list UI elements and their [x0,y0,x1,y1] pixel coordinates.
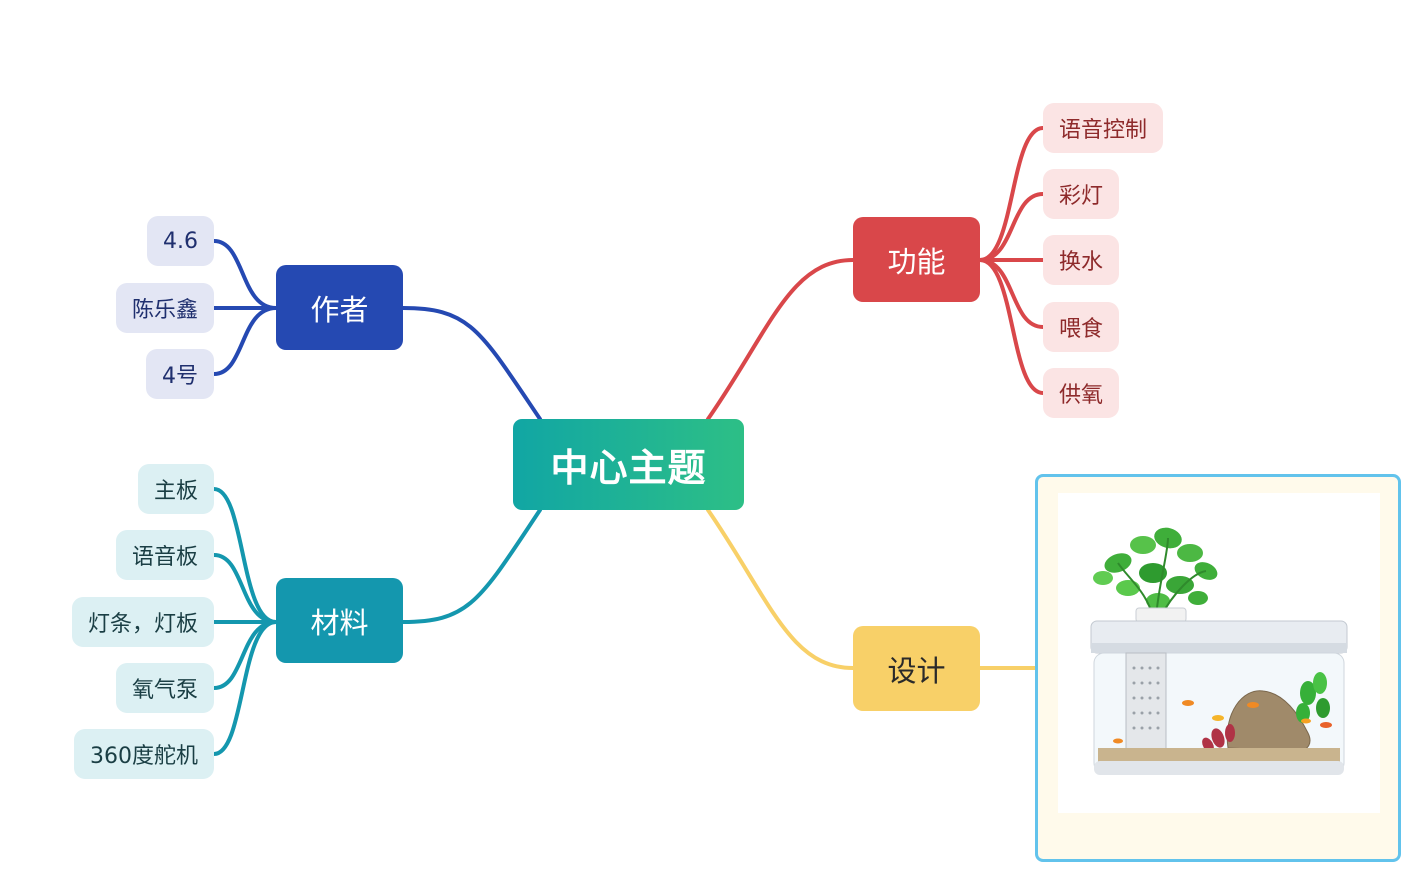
link-central-material [401,508,542,624]
function-topic-5[interactable]: 供氧 [1043,368,1120,418]
material-topic-4[interactable]: 氧气泵 [115,663,214,713]
author-topic-1[interactable]: 4.6 [147,216,214,266]
aquarium-planter-image [1058,493,1380,813]
function-topic-3[interactable]: 换水 [1043,235,1120,285]
function-topic-4[interactable]: 喂食 [1043,302,1120,352]
material-topic-1[interactable]: 主板 [137,464,214,514]
aquarium-illustration [1090,527,1348,775]
material-topic-2[interactable]: 语音板 [115,530,214,580]
material-topic-5[interactable]: 360度舵机 [74,729,214,779]
branch-material[interactable]: 材料 [276,578,403,663]
design-image-frame[interactable] [1035,474,1401,862]
branch-author[interactable]: 作者 [276,265,403,350]
link-central-function [706,258,855,421]
link-central-author [401,306,542,421]
link-central-design [706,508,855,670]
central-topic[interactable]: 中心主题 [513,419,744,510]
fish-group [1113,700,1332,744]
plant-leaves [1093,527,1218,609]
author-topic-3[interactable]: 4号 [146,349,214,399]
material-topic-3[interactable]: 灯条，灯板 [71,597,214,647]
branch-design[interactable]: 设计 [853,626,980,711]
function-topic-2[interactable]: 彩灯 [1043,169,1120,219]
function-topic-1[interactable]: 语音控制 [1043,103,1164,153]
author-topic-2[interactable]: 陈乐鑫 [115,283,214,333]
branch-function[interactable]: 功能 [853,217,980,302]
